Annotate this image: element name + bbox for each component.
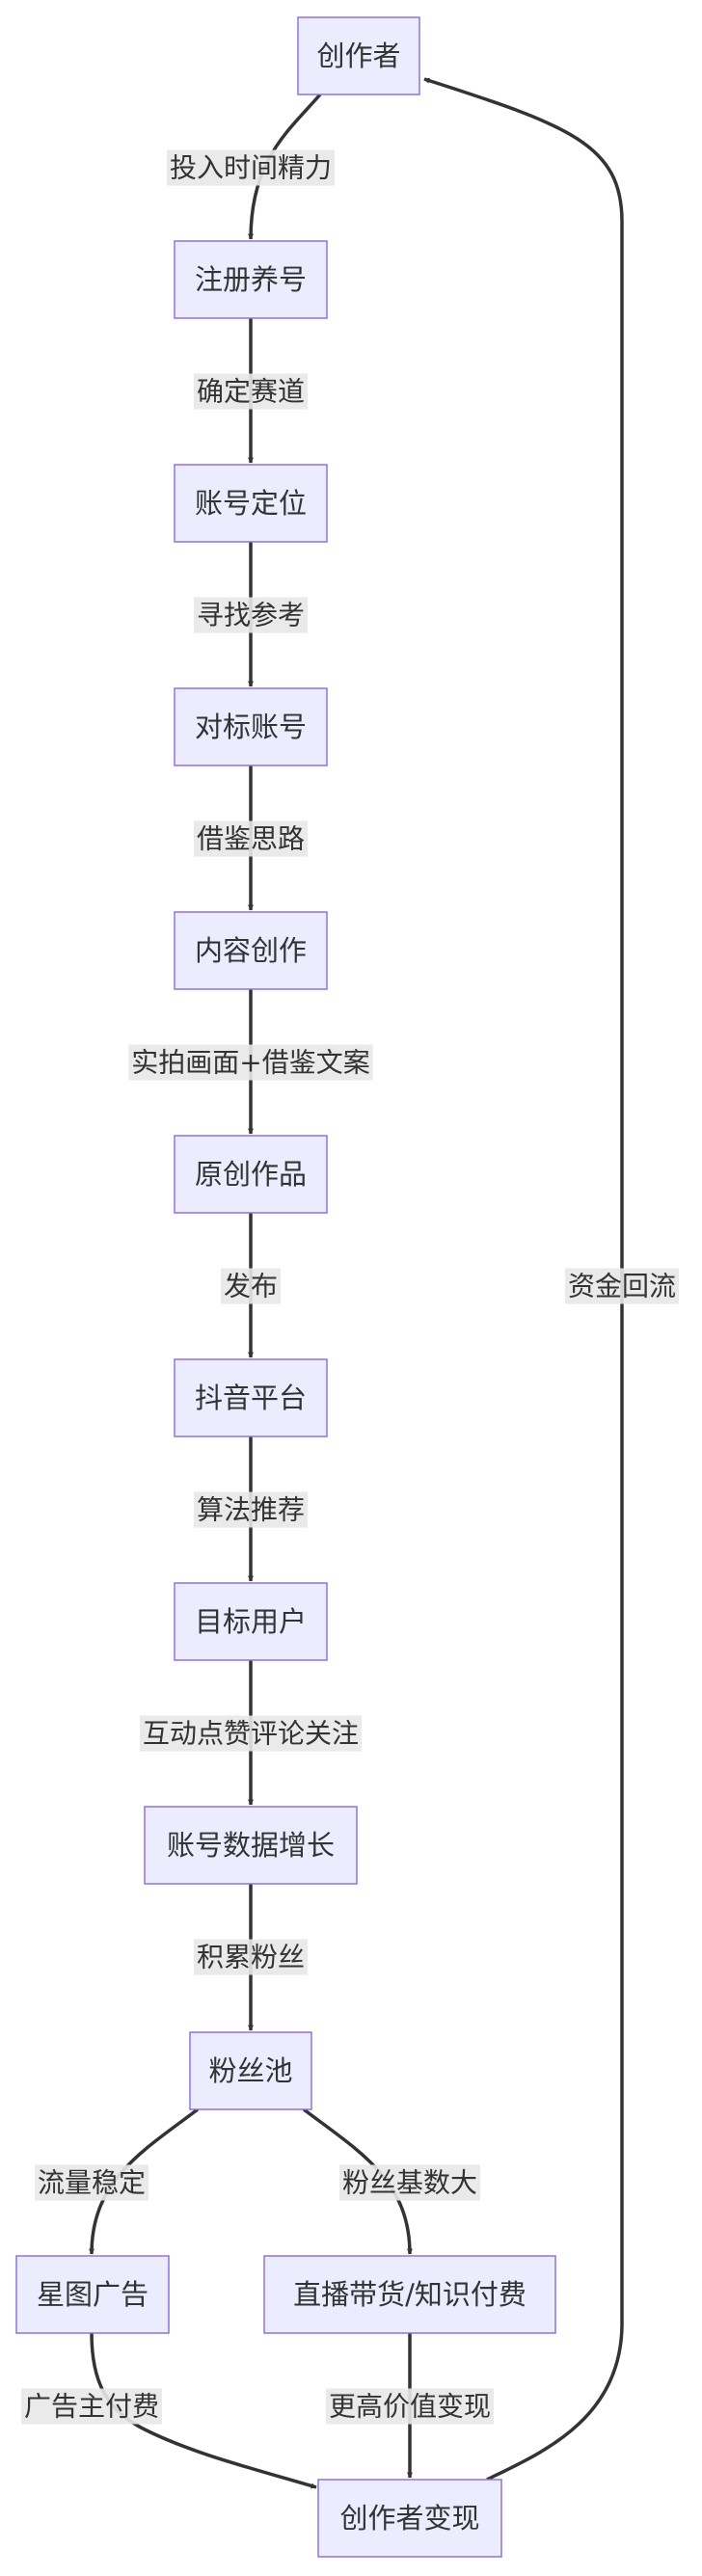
node-label: 账号定位 xyxy=(195,487,307,520)
node-label: 创作者 xyxy=(316,40,400,72)
node-xingtu: 星图广告 xyxy=(15,2255,170,2334)
node-label: 内容创作 xyxy=(195,934,307,967)
edge-label-fan_pool-to-xingtu: 流量稳定 xyxy=(34,2164,149,2201)
node-content: 内容创作 xyxy=(174,911,328,990)
edge-label-background xyxy=(564,1268,680,1304)
node-label: 原创作品 xyxy=(195,1158,307,1191)
edge-label-text: 算法推荐 xyxy=(197,1494,305,1526)
node-box xyxy=(144,1806,358,1885)
edge-label-positioning-to-benchmark: 寻找参考 xyxy=(193,597,309,633)
edge-label-text: 流量稳定 xyxy=(38,2167,146,2199)
node-label: 目标用户 xyxy=(195,1605,307,1638)
node-benchmark: 对标账号 xyxy=(174,687,328,766)
edge-xingtu-to-monetize xyxy=(90,2332,317,2489)
edge-label-text: 寻找参考 xyxy=(197,600,305,631)
node-livestream: 直播带货/知识付费 xyxy=(263,2255,556,2334)
edge-label-xingtu-to-monetize: 广告主付费 xyxy=(20,2388,163,2425)
node-label: 注册养号 xyxy=(195,263,307,296)
edge-label-text: 更高价值变现 xyxy=(329,2391,491,2423)
edge-label-background xyxy=(193,597,309,633)
node-box xyxy=(174,687,328,766)
node-label: 直播带货/知识付费 xyxy=(293,2278,526,2311)
edge-label-background xyxy=(34,2164,149,2201)
edge-label-background xyxy=(325,2388,495,2425)
edge-label-background xyxy=(193,820,309,857)
edge-label-text: 广告主付费 xyxy=(24,2391,159,2423)
edge-label-register-to-positioning: 确定赛道 xyxy=(193,373,309,410)
node-label: 创作者变现 xyxy=(339,2502,479,2535)
edge-label-text: 确定赛道 xyxy=(197,376,305,408)
edge-label-text: 粉丝基数大 xyxy=(342,2167,477,2199)
node-box xyxy=(174,1358,328,1437)
edge-monetize-to-creator xyxy=(423,77,624,2482)
edge-label-creator-to-register: 投入时间精力 xyxy=(166,149,336,186)
edge-label-background xyxy=(220,1268,282,1304)
edge-label-benchmark-to-content: 借鉴思路 xyxy=(193,820,309,857)
edge-label-background xyxy=(139,1715,363,1752)
node-box xyxy=(174,1582,328,1661)
edge-label-douyin-to-target_users: 算法推荐 xyxy=(193,1491,309,1528)
edge-label-background xyxy=(166,149,336,186)
node-label: 对标账号 xyxy=(195,711,307,743)
node-creator: 创作者 xyxy=(297,16,420,95)
edge-label-original-to-douyin: 发布 xyxy=(220,1268,282,1304)
edge-label-background xyxy=(193,1939,309,1975)
edge-label-monetize-to-creator: 资金回流 xyxy=(564,1268,680,1304)
node-label: 星图广告 xyxy=(37,2278,148,2311)
edge-label-background xyxy=(193,1491,309,1528)
node-box xyxy=(174,1135,328,1214)
node-douyin: 抖音平台 xyxy=(174,1358,328,1437)
edge-label-fan_pool-to-livestream: 粉丝基数大 xyxy=(338,2164,481,2201)
node-label: 粉丝池 xyxy=(208,2054,292,2087)
edge-label-background xyxy=(20,2388,163,2425)
node-label: 账号数据增长 xyxy=(167,1829,335,1862)
node-fan-pool: 粉丝池 xyxy=(189,2031,312,2110)
edge-label-text: 资金回流 xyxy=(568,1271,676,1302)
node-box xyxy=(297,16,420,95)
node-box xyxy=(263,2255,556,2334)
edge-label-background xyxy=(128,1044,373,1081)
node-box xyxy=(15,2255,170,2334)
node-growth: 账号数据增长 xyxy=(144,1806,358,1885)
node-box xyxy=(174,464,328,543)
node-positioning: 账号定位 xyxy=(174,464,328,543)
node-label: 抖音平台 xyxy=(195,1382,307,1414)
edge-label-background xyxy=(338,2164,481,2201)
edge-label-growth-to-fan_pool: 积累粉丝 xyxy=(193,1939,309,1975)
node-target-users: 目标用户 xyxy=(174,1582,328,1661)
node-original: 原创作品 xyxy=(174,1135,328,1214)
node-register: 注册养号 xyxy=(174,240,328,319)
edge-label-target_users-to-growth: 互动点赞评论关注 xyxy=(139,1715,363,1752)
edge-label-text: 互动点赞评论关注 xyxy=(143,1718,359,1750)
edge-label-text: 投入时间精力 xyxy=(170,152,332,184)
node-box xyxy=(317,2479,502,2558)
edge-label-text: 实拍画面+借鉴文案 xyxy=(131,1047,369,1079)
edge-label-livestream-to-monetize: 更高价值变现 xyxy=(325,2388,495,2425)
edge-label-text: 发布 xyxy=(224,1271,278,1302)
node-monetize: 创作者变现 xyxy=(317,2479,502,2558)
edge-label-background xyxy=(193,373,309,410)
node-box xyxy=(174,911,328,990)
node-box xyxy=(189,2031,312,2110)
edge-label-text: 借鉴思路 xyxy=(197,823,305,855)
edge-label-text: 积累粉丝 xyxy=(197,1942,305,1973)
edge-label-content-to-original: 实拍画面+借鉴文案 xyxy=(128,1044,373,1081)
node-box xyxy=(174,240,328,319)
